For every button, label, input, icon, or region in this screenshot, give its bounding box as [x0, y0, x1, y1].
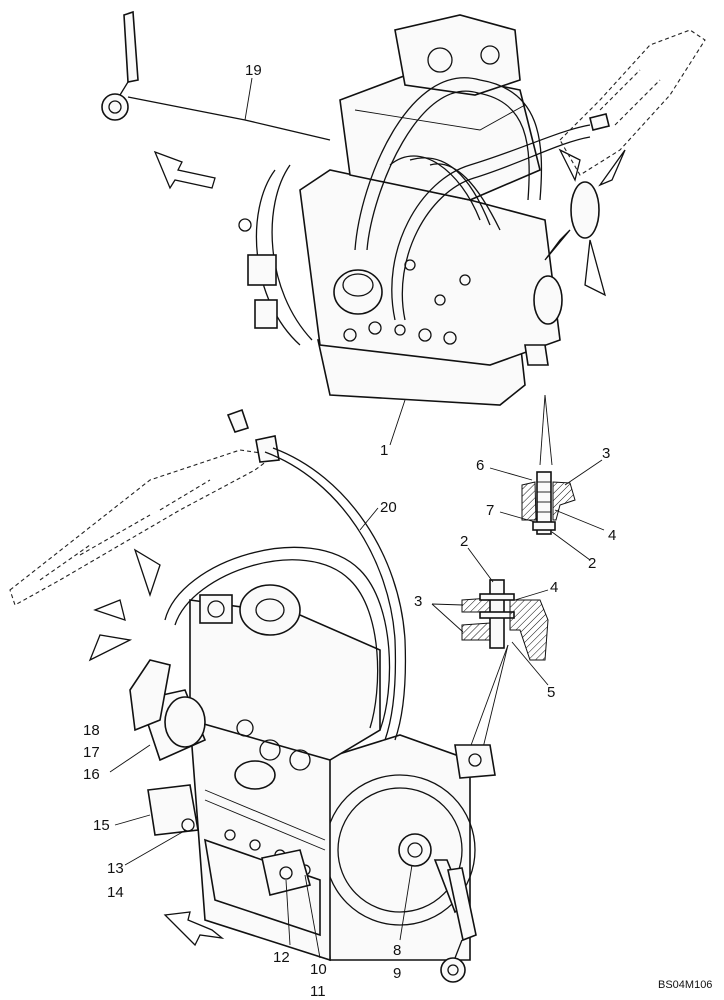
- mount-detail-upper: [521, 471, 576, 535]
- callout-16: 16: [83, 766, 100, 783]
- callout-14: 14: [107, 884, 124, 901]
- callout-4-upper: 4: [608, 527, 616, 544]
- callout-13: 13: [107, 860, 124, 877]
- callout-8: 8: [393, 942, 401, 959]
- callout-17: 17: [83, 744, 100, 761]
- callout-7: 7: [486, 502, 494, 519]
- top-direction-arrow: [153, 150, 216, 190]
- bottom-engine-assembly: [9, 449, 496, 962]
- callout-5: 5: [547, 684, 555, 701]
- bottom-throttle-handle: [226, 408, 477, 983]
- callout-9: 9: [393, 965, 401, 982]
- figure-code: BS04M106: [658, 979, 712, 991]
- mount-detail-lower: [461, 579, 549, 661]
- callout-2-lower: 2: [460, 533, 468, 550]
- callout-1: 1: [380, 442, 388, 459]
- top-throttle-handle: [101, 10, 331, 141]
- callout-3-upper: 3: [602, 445, 610, 462]
- callout-10: 10: [310, 961, 327, 978]
- bottom-direction-arrow: [163, 911, 225, 947]
- callout-2-upper: 2: [588, 555, 596, 572]
- top-engine-assembly: [238, 14, 706, 406]
- callout-6: 6: [476, 457, 484, 474]
- block-bolt-holes: [343, 259, 471, 345]
- bottom-fan: [88, 548, 161, 662]
- callout-3-lower: 3: [414, 593, 422, 610]
- callout-20: 20: [380, 499, 397, 516]
- top-fan: [544, 148, 626, 297]
- callout-12: 12: [273, 949, 290, 966]
- callout-18: 18: [83, 722, 100, 739]
- callout-15: 15: [93, 817, 110, 834]
- callout-4-lower: 4: [550, 579, 558, 596]
- callout-19: 19: [245, 62, 262, 79]
- callout-11: 11: [310, 983, 326, 1000]
